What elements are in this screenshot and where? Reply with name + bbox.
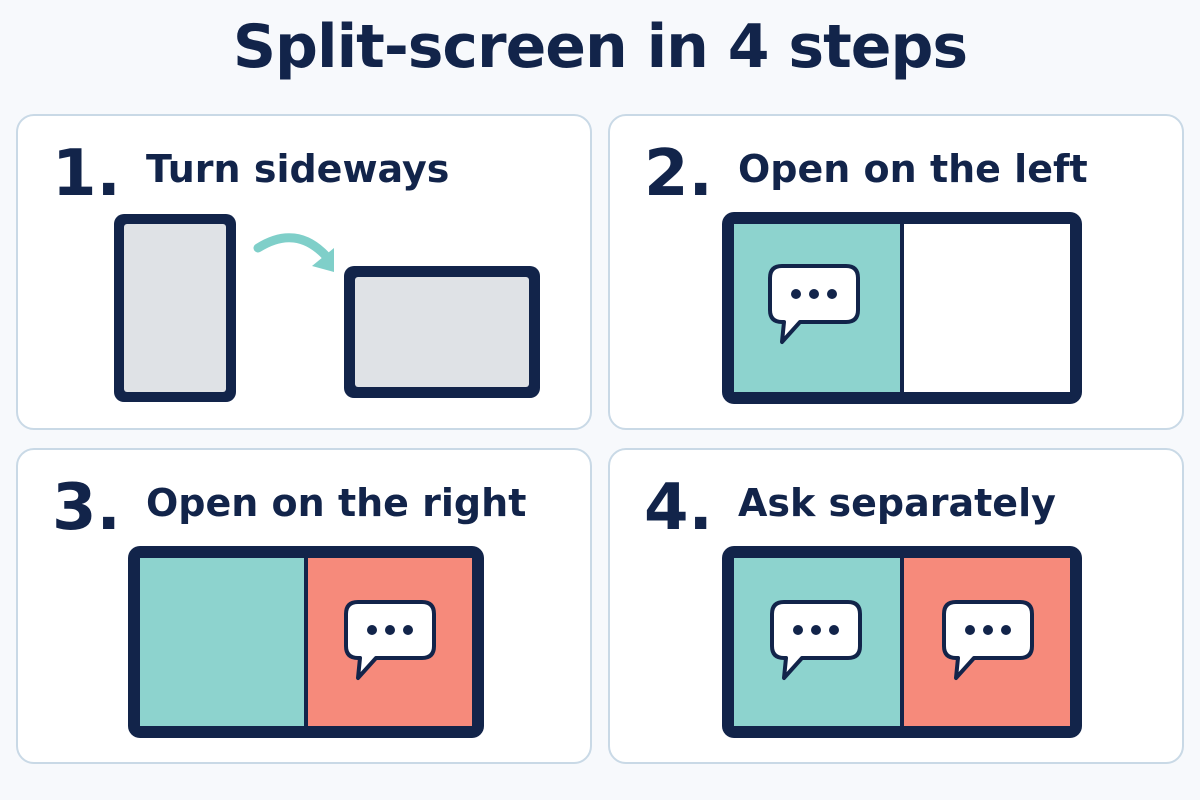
step-4-illustration: [722, 546, 1082, 738]
step-label: Ask separately: [738, 481, 1056, 525]
step-label: Open on the left: [738, 147, 1088, 191]
step-label: Turn sideways: [146, 147, 450, 191]
portrait-tablet-icon: [114, 214, 236, 402]
step-1-illustration: [114, 214, 540, 402]
step-label: Open on the right: [146, 481, 527, 525]
chat-bubble-icon: [770, 600, 862, 680]
step-number: 4.: [644, 471, 713, 545]
split-tablet-icon: [722, 212, 1082, 404]
chat-bubble-icon: [942, 600, 1034, 680]
chat-bubble-icon: [768, 264, 860, 344]
step-card-4: 4. Ask separately: [608, 448, 1184, 764]
split-tablet-icon: [128, 546, 484, 738]
rotate-arrow-icon: [253, 233, 334, 272]
page-title: Split-screen in 4 steps: [232, 12, 968, 82]
step-card-3: 3. Open on the right: [16, 448, 592, 764]
chat-bubble-icon: [344, 600, 436, 680]
step-2-illustration: [722, 212, 1082, 404]
step-number: 3.: [52, 471, 121, 545]
step-card-1: 1. Turn sideways: [16, 114, 592, 430]
landscape-tablet-icon: [344, 266, 540, 398]
step-card-2: 2. Open on the left: [608, 114, 1184, 430]
step-3-illustration: [128, 546, 484, 738]
step-number: 2.: [644, 137, 713, 211]
step-number: 1.: [52, 137, 121, 211]
